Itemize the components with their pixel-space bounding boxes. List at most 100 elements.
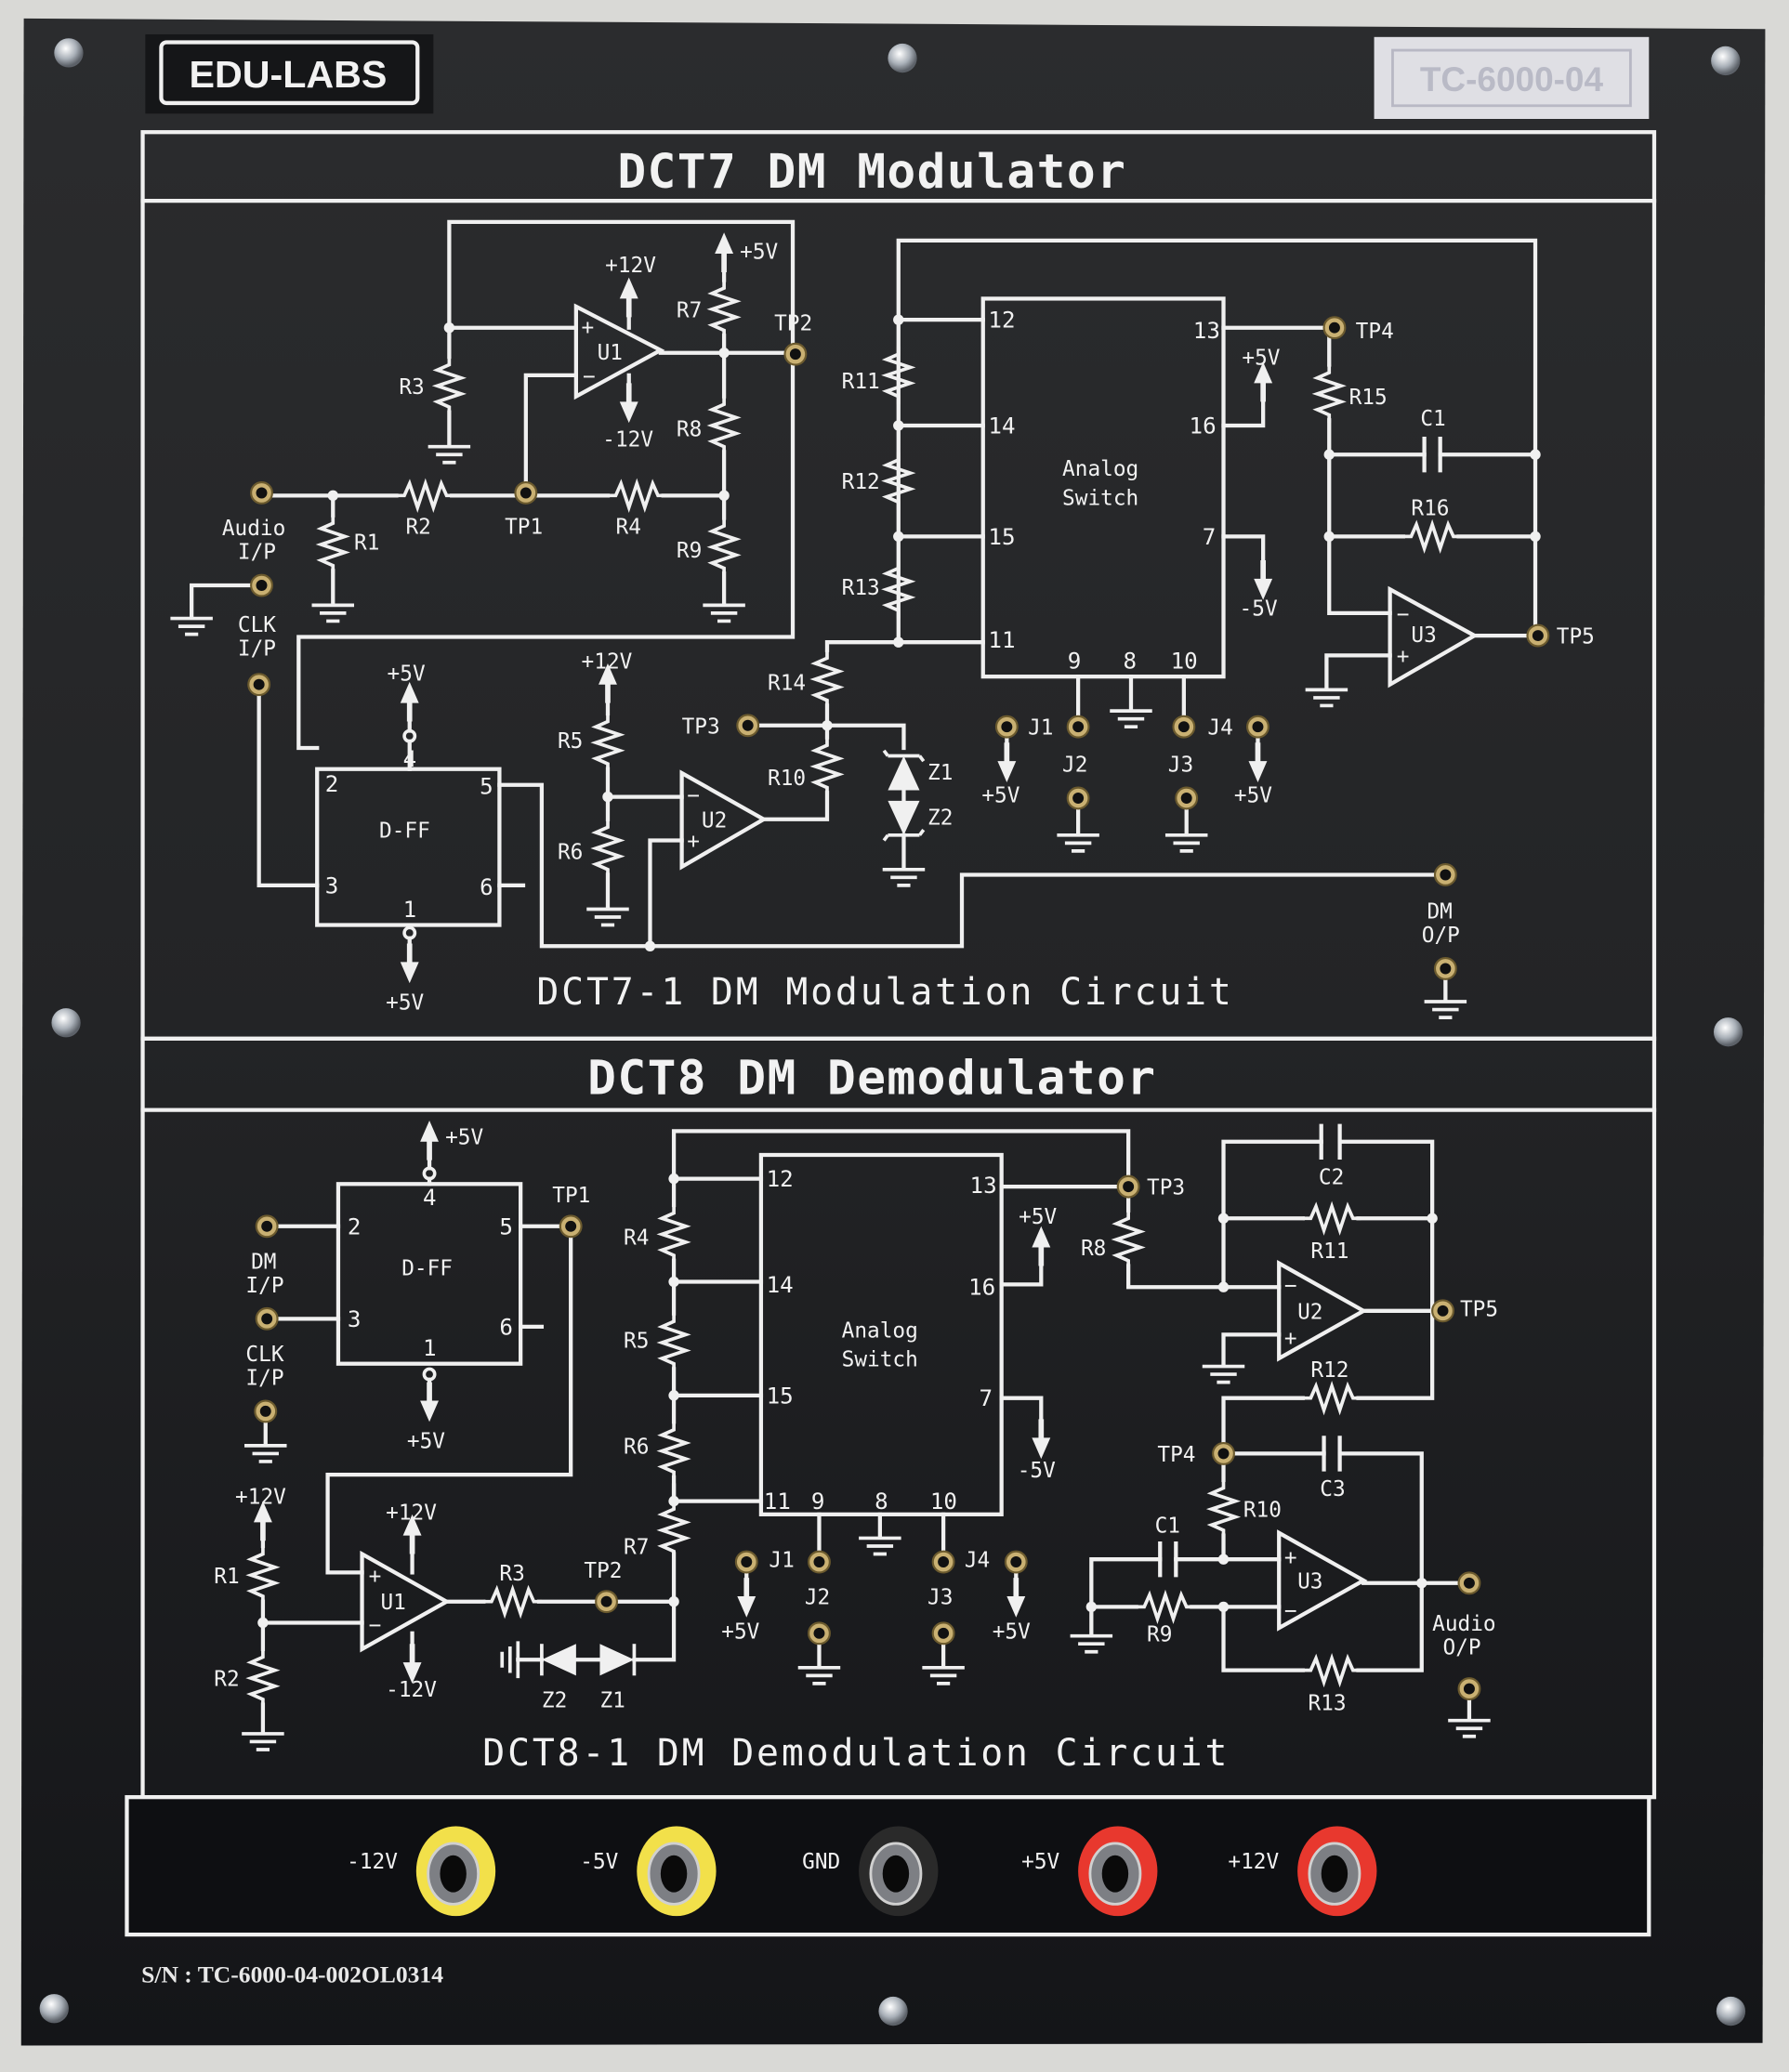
schematic-label: -12V [602, 428, 653, 452]
circuit-trace [824, 640, 901, 652]
schematic-label: R5 [558, 729, 583, 754]
schematic-label: +5V [981, 783, 1019, 807]
circuit-trace [999, 1396, 1044, 1430]
serial-number: S/N : TC-6000-04-002OL0314 [141, 1961, 443, 1987]
schematic-label: R3 [499, 1562, 524, 1586]
power-jack-label: GND [802, 1850, 840, 1874]
mod-j3-socket[interactable] [1172, 715, 1196, 739]
demod-tp1-socket[interactable] [559, 1214, 583, 1239]
demod-audio-op-socket[interactable] [1457, 1571, 1481, 1595]
schematic-label: 12 [767, 1166, 794, 1192]
demod-j3-socket[interactable] [931, 1550, 955, 1574]
demod-tp4-socket[interactable] [1212, 1441, 1235, 1465]
mod-audio-ip-socket[interactable] [250, 481, 273, 505]
schematic-label: R14 [768, 671, 806, 695]
schematic-label: J2 [1062, 754, 1087, 778]
schematic-label: 5 [480, 774, 493, 800]
schematic-label: 13 [970, 1173, 997, 1199]
power-jack-5v[interactable]: +5V [1021, 1826, 1158, 1917]
demod-j3-gnd-socket[interactable] [931, 1621, 955, 1646]
circuit-trace [999, 1255, 1044, 1287]
mod-j3-gnd-socket[interactable] [1175, 786, 1199, 810]
schematic-label: R3 [399, 375, 424, 400]
schematic-label: 4 [423, 1185, 437, 1211]
circuit-trace [1221, 1451, 1424, 1585]
schematic-label: 7 [979, 1385, 993, 1411]
mod-j4-socket[interactable] [1246, 715, 1269, 739]
socket-hole [1328, 321, 1340, 334]
mod-tp5-socket[interactable] [1526, 623, 1550, 648]
socket-hole [600, 1595, 612, 1607]
schematic-label: +5V [721, 1620, 759, 1645]
mod-tp1-socket[interactable] [514, 481, 538, 505]
socket-hole [1010, 1556, 1022, 1568]
jack-hole [882, 1855, 910, 1893]
mod-dm-op-socket[interactable] [1433, 863, 1457, 886]
demod-clk-ip-socket[interactable] [255, 1306, 279, 1331]
schematic-label: + [1284, 1327, 1297, 1351]
mod-clk-ip-socket[interactable] [250, 573, 273, 597]
socket-hole [1532, 630, 1544, 642]
schematic-label: TP4 [1356, 320, 1394, 344]
mod-j2-socket[interactable] [1066, 715, 1090, 739]
circuit-trace [1221, 1396, 1305, 1456]
schematic-label: 14 [767, 1272, 794, 1298]
mod-tp3-socket[interactable] [736, 714, 760, 738]
circuit-trace [1327, 418, 1392, 616]
schematic-label: + [687, 830, 700, 854]
mod-tp4-socket[interactable] [1322, 316, 1347, 340]
schematic-label: 16 [1190, 413, 1217, 439]
schematic-label: I/P [238, 541, 276, 565]
mod-clk-jack-socket[interactable] [247, 673, 271, 697]
schematic-label: -5V [1018, 1459, 1056, 1483]
schematic-label: DM [1427, 899, 1452, 924]
socket-hole [789, 348, 801, 361]
power-jack-12v[interactable]: +12V [1228, 1826, 1377, 1917]
mod-tp2-socket[interactable] [783, 342, 808, 366]
demod-audio-gnd-socket[interactable] [1457, 1677, 1481, 1701]
demod-j1-socket[interactable] [734, 1550, 758, 1574]
screws [39, 38, 1746, 2026]
demod-tp5-socket[interactable] [1431, 1299, 1454, 1323]
circuit-trace [1221, 1605, 1305, 1672]
demod-tp3-socket[interactable] [1116, 1174, 1140, 1199]
circuit-trace [1319, 1123, 1342, 1160]
demod-j2-gnd-socket[interactable] [808, 1621, 831, 1646]
schematic-label: -12V [386, 1678, 437, 1702]
screw-icon [39, 1994, 69, 2024]
schematic-label: TP3 [1147, 1176, 1185, 1200]
socket-hole [1217, 1448, 1230, 1460]
mod-j2-gnd-socket[interactable] [1066, 786, 1090, 810]
schematic-label: R9 [677, 539, 702, 563]
model-text: TC-6000-04 [1420, 60, 1604, 98]
demod-tp2-socket[interactable] [595, 1590, 619, 1614]
socket-hole [1177, 721, 1190, 733]
power-jack-gnd[interactable]: GND [802, 1826, 939, 1917]
power-section: -12V -5V GND +5V +12V [125, 1795, 1651, 1937]
schematic-label: R4 [624, 1226, 649, 1251]
modulator-section: DCT7 DM Modulator DCT7-1 DM Modulation C… [140, 130, 1657, 1041]
schematic-label: 11 [764, 1488, 791, 1515]
demod-dm-ip-socket[interactable] [255, 1214, 279, 1239]
mod-dm-gnd-socket[interactable] [1433, 957, 1457, 980]
test-sockets [247, 316, 1550, 1701]
schematic-label: U1 [380, 1591, 405, 1615]
schematic-label: 8 [875, 1488, 888, 1515]
socket-hole [813, 1556, 825, 1568]
schematic-label: U3 [1297, 1569, 1322, 1593]
schematic-label: 8 [1123, 649, 1137, 675]
schematic-label: 3 [325, 872, 339, 898]
jack-hole [440, 1855, 467, 1893]
demod-j2-socket[interactable] [808, 1550, 831, 1574]
schematic-label: U1 [598, 341, 623, 365]
demod-j4-socket[interactable] [1004, 1550, 1028, 1574]
circuit-trace [296, 352, 796, 751]
power-jack-12v[interactable]: -12V [347, 1826, 496, 1917]
circuit-trace [679, 769, 769, 871]
power-jack-label: -5V [580, 1850, 618, 1874]
power-jack-5v[interactable]: -5V [580, 1826, 717, 1917]
circuit-trace [1221, 534, 1266, 570]
demod-gnd-socket[interactable] [254, 1399, 278, 1423]
mod-j1-socket[interactable] [994, 715, 1019, 739]
modulator-title: DCT7 DM Modulator [617, 144, 1126, 200]
